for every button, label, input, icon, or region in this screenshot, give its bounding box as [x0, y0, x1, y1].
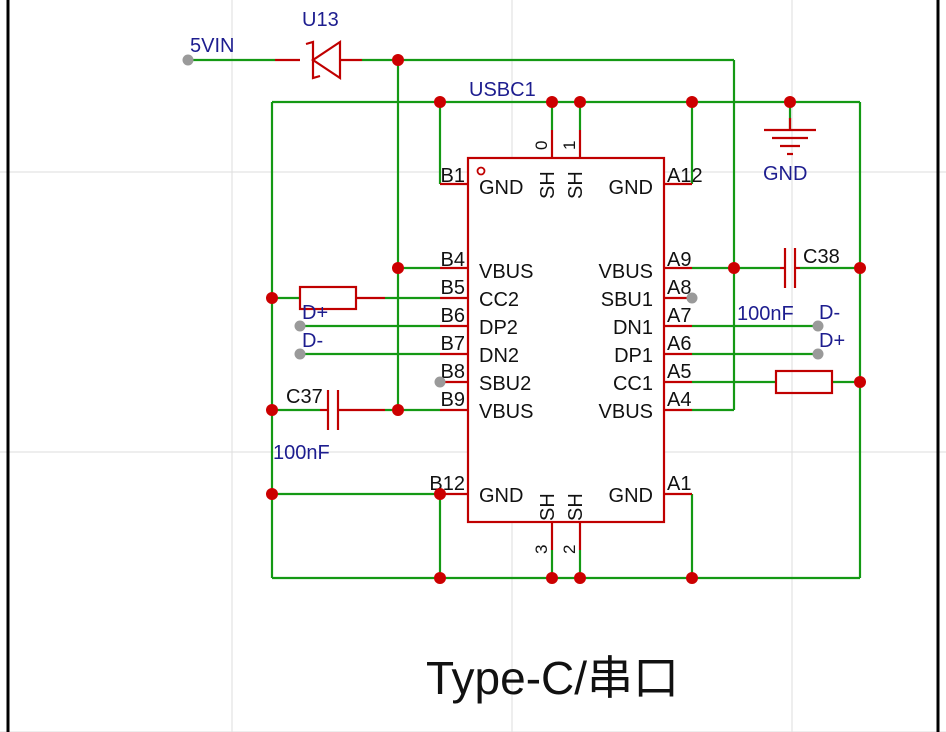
right-dp-label: D+: [819, 330, 845, 352]
left-pin-numbers: B1 B4 B5 B6 B7 B8 B9 B12: [429, 165, 465, 495]
svg-text:A9: A9: [667, 249, 691, 271]
right-pin-names: GND VBUS SBU1 DN1 DP1 CC1 VBUS GND: [599, 177, 653, 507]
left-dp-port[interactable]: [294, 320, 306, 332]
left-dp-label: D+: [302, 302, 328, 324]
svg-text:A4: A4: [667, 389, 691, 411]
svg-text:B8: B8: [441, 361, 465, 383]
sbu1-nc-marker: [686, 292, 698, 304]
svg-text:DN1: DN1: [613, 317, 653, 339]
diode-u13[interactable]: [275, 39, 362, 81]
svg-text:SBU2: SBU2: [479, 373, 531, 395]
svg-text:B6: B6: [441, 305, 465, 327]
power-net-label: 5VIN: [190, 35, 234, 57]
svg-text:0: 0: [532, 141, 551, 150]
svg-text:B4: B4: [441, 249, 465, 271]
right-dn-port[interactable]: [812, 320, 824, 332]
svg-text:B9: B9: [441, 389, 465, 411]
svg-text:A6: A6: [667, 333, 691, 355]
svg-text:VBUS: VBUS: [599, 261, 653, 283]
svg-text:SH: SH: [565, 493, 587, 521]
capacitor-c37[interactable]: [320, 390, 385, 430]
c38-value: 100nF: [737, 303, 794, 325]
svg-text:SH: SH: [537, 171, 559, 199]
sheet-title: Type-C/串口: [426, 652, 679, 704]
right-pin-numbers: A12 A9 A8 A7 A6 A5 A4 A1: [667, 165, 703, 495]
svg-text:VBUS: VBUS: [599, 401, 653, 423]
power-net-port[interactable]: [182, 54, 194, 66]
svg-text:3: 3: [532, 545, 551, 554]
svg-text:A7: A7: [667, 305, 691, 327]
junctions: [266, 54, 866, 584]
svg-text:A8: A8: [667, 277, 691, 299]
svg-text:A12: A12: [667, 165, 703, 187]
svg-text:DP2: DP2: [479, 317, 518, 339]
c37-designator: C37: [286, 386, 323, 408]
diode-designator: U13: [302, 9, 339, 31]
ground-symbol[interactable]: [764, 118, 816, 156]
svg-text:VBUS: VBUS: [479, 401, 533, 423]
svg-text:GND: GND: [479, 177, 523, 199]
usbc1-designator: USBC1: [469, 79, 536, 101]
shield-pin-labels: 0 1 SH SH SH SH 3 2: [532, 141, 587, 554]
left-dn-label: D-: [302, 330, 323, 352]
svg-text:B7: B7: [441, 333, 465, 355]
left-dn-port[interactable]: [294, 348, 306, 360]
svg-text:A1: A1: [667, 473, 691, 495]
svg-text:SH: SH: [537, 493, 559, 521]
usbc1-component[interactable]: [440, 130, 692, 550]
svg-text:B1: B1: [441, 165, 465, 187]
sbu2-nc-marker: [434, 376, 446, 388]
svg-text:VBUS: VBUS: [479, 261, 533, 283]
svg-text:DN2: DN2: [479, 345, 519, 367]
c37-value: 100nF: [273, 442, 330, 464]
right-dp-port[interactable]: [812, 348, 824, 360]
pin1-marker: [476, 166, 486, 176]
svg-text:B5: B5: [441, 277, 465, 299]
svg-text:A5: A5: [667, 361, 691, 383]
svg-text:CC2: CC2: [479, 289, 519, 311]
svg-text:CC1: CC1: [613, 373, 653, 395]
svg-text:GND: GND: [479, 485, 523, 507]
svg-text:1: 1: [560, 141, 579, 150]
svg-text:2: 2: [560, 545, 579, 554]
resistor-left[interactable]: [298, 285, 385, 311]
usbc1-body: [466, 156, 666, 524]
ground-net-label: GND: [763, 163, 807, 185]
svg-text:SBU1: SBU1: [601, 289, 653, 311]
svg-text:SH: SH: [565, 171, 587, 199]
capacitor-c38[interactable]: [780, 248, 800, 288]
left-pin-names: GND VBUS CC2 DP2 DN2 SBU2 VBUS GND: [479, 177, 533, 507]
c38-designator: C38: [803, 246, 840, 268]
svg-text:GND: GND: [609, 485, 653, 507]
right-dn-label: D-: [819, 302, 840, 324]
resistor-right[interactable]: [774, 369, 834, 395]
svg-text:DP1: DP1: [614, 345, 653, 367]
svg-text:GND: GND: [609, 177, 653, 199]
